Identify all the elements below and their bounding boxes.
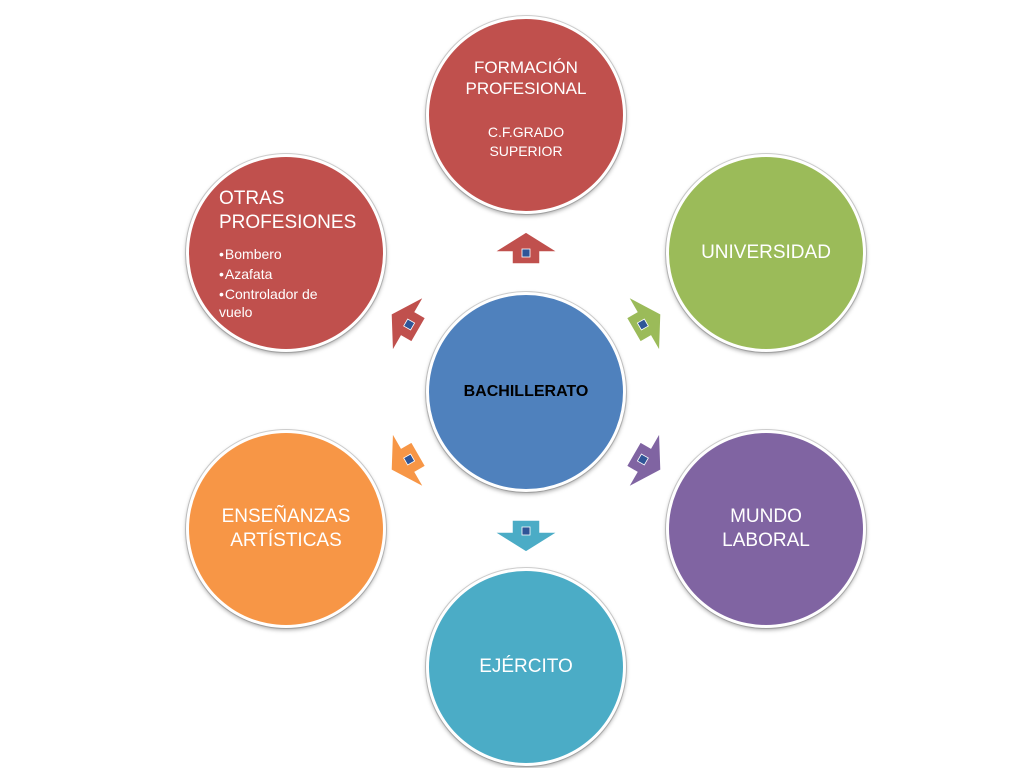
list-item: •Controlador de vuelo <box>219 286 318 320</box>
universidad-label: UNIVERSIDAD <box>701 242 831 263</box>
arrow-to-ejercito-shape <box>491 519 561 553</box>
arrow-to-mundo-laboral-shape <box>625 429 662 490</box>
arrow-to-ejercito <box>491 519 561 553</box>
arrow-to-ensenanzas-shape <box>390 429 427 490</box>
node-ejercito: EJÉRCITO <box>426 568 626 766</box>
node-universidad: UNIVERSIDAD <box>666 154 866 352</box>
mundo-laboral-label: MUNDO LABORAL <box>722 505 810 553</box>
formacion-sub-line1: C.F.GRADO <box>487 124 565 140</box>
list-item: •Bombero <box>219 246 282 262</box>
formacion-title-line2: PROFESIONAL <box>465 79 587 98</box>
formacion-sub-line2: SUPERIOR <box>489 143 563 159</box>
arrow-to-ejercito-marker <box>521 526 531 536</box>
formacion-subtitle: C.F.GRADO SUPERIOR <box>429 123 623 161</box>
arrow-to-ensenanzas-marker <box>403 453 416 466</box>
otras-item-bombero: Bombero <box>224 246 282 262</box>
node-ensenanzas-artisticas: ENSEÑANZAS ARTÍSTICAS <box>186 430 386 628</box>
formacion-title-line1: FORMACIÓN <box>474 58 578 77</box>
list-item: •Azafata <box>219 266 273 282</box>
center-node-bachillerato: BACHILLERATO <box>426 292 626 492</box>
arrow-to-universidad-shape <box>625 294 662 355</box>
otras-title-line1: OTRAS <box>219 188 285 209</box>
mundo-laboral-line2: LABORAL <box>722 530 810 551</box>
ensenanzas-line2: ARTÍSTICAS <box>230 530 342 551</box>
otras-item-azafata: Azafata <box>224 266 273 282</box>
arrow-to-otras <box>390 294 427 355</box>
arrow-to-formacion <box>491 231 561 265</box>
node-formacion-profesional: FORMACIÓN PROFESIONAL C.F.GRADO SUPERIOR <box>426 16 626 214</box>
arrow-to-universidad-marker <box>636 318 649 331</box>
node-mundo-laboral: MUNDO LABORAL <box>666 430 866 628</box>
otras-title-line2: PROFESIONES <box>219 212 357 233</box>
ejercito-label: EJÉRCITO <box>479 656 573 677</box>
arrow-to-formacion-marker <box>521 248 531 258</box>
arrow-to-otras-shape <box>390 294 427 355</box>
mundo-laboral-line1: MUNDO <box>730 506 802 527</box>
arrow-to-otras-marker <box>403 318 416 331</box>
formacion-title: FORMACIÓN PROFESIONAL <box>429 57 623 99</box>
arrow-to-ensenanzas <box>390 429 427 490</box>
node-otras-profesiones: OTRAS PROFESIONES •Bombero •Azafata •Con… <box>186 154 386 352</box>
ensenanzas-label: ENSEÑANZAS ARTÍSTICAS <box>222 505 351 553</box>
center-label: BACHILLERATO <box>463 383 589 400</box>
arrow-to-mundo-laboral-marker <box>636 453 649 466</box>
otras-title: OTRAS PROFESIONES <box>219 187 373 235</box>
otras-item-controlador: Controlador de vuelo <box>219 286 318 320</box>
otras-list: •Bombero •Azafata •Controlador de vuelo <box>219 245 349 323</box>
arrow-to-mundo-laboral <box>625 429 662 490</box>
arrow-to-formacion-shape <box>491 231 561 265</box>
ensenanzas-line1: ENSEÑANZAS <box>221 506 351 527</box>
arrow-to-universidad <box>625 294 662 355</box>
